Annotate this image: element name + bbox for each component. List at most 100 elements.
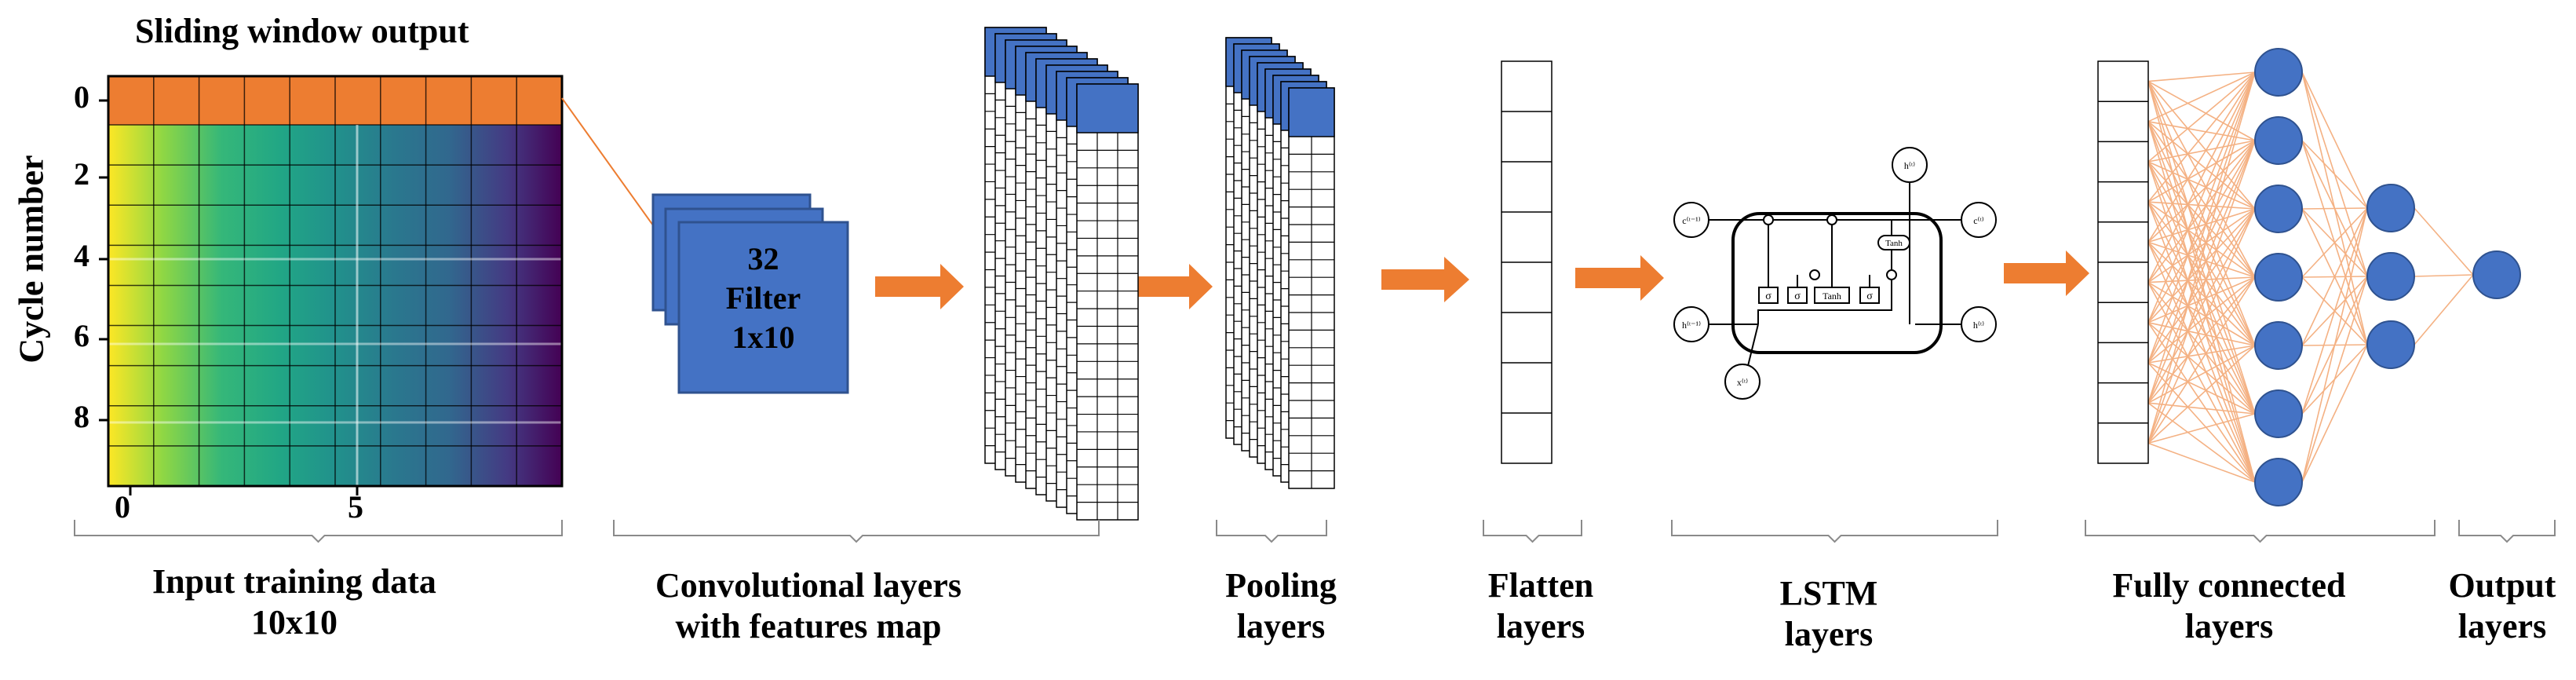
fc-edge-input-hidden1 bbox=[2147, 71, 2256, 444]
conv-map-sheet-header bbox=[1076, 83, 1139, 133]
conv-map-sheet-bg bbox=[1076, 83, 1139, 521]
fc-hidden2-node bbox=[2366, 252, 2415, 301]
fc-edge-input-hidden1 bbox=[2147, 81, 2256, 346]
stage-braces bbox=[74, 520, 2556, 543]
fc-edge-input-hidden1 bbox=[2147, 208, 2256, 283]
fc-hidden1-node bbox=[2254, 48, 2303, 97]
op-add-cell bbox=[1826, 214, 1837, 225]
fc-edge-input-hidden1 bbox=[2147, 71, 2256, 203]
fc-edge-input-hidden1 bbox=[2147, 322, 2256, 483]
fc-edge-hidden1-hidden2 bbox=[2301, 207, 2368, 346]
stage-label-fc-line2: layers bbox=[2184, 606, 2274, 645]
fc-edge-input-hidden1 bbox=[2147, 201, 2256, 346]
lstm-cell-body bbox=[1731, 212, 1943, 354]
fc-edge-hidden1-hidden2 bbox=[2301, 207, 2368, 278]
arrow-pool-to-flatten bbox=[1381, 257, 1469, 302]
stage-label-conv-line1: Convolutional layers bbox=[655, 566, 961, 605]
terminal-next-cell bbox=[1961, 202, 1997, 238]
fc-edge-input-hidden1 bbox=[2147, 442, 2256, 483]
arrow-conv-to-pool bbox=[1124, 264, 1213, 309]
stage-label-conv-line2: with features map bbox=[675, 606, 942, 645]
heatmap-y-axis-label: Cycle number bbox=[12, 155, 51, 364]
terminal-prev-hidden bbox=[1673, 306, 1709, 342]
gate-input-label: σ bbox=[1794, 291, 1801, 302]
fc-edge-hidden2-output bbox=[2414, 207, 2474, 276]
terminal-input-label: x⁽ᵗ⁾ bbox=[1737, 377, 1748, 388]
heatmap-frame bbox=[107, 75, 564, 488]
stage-brace bbox=[613, 520, 1100, 543]
fc-edge-input-hidden1 bbox=[2147, 161, 2256, 210]
op-multiply-input bbox=[1809, 269, 1820, 280]
fc-edge-input-hidden1 bbox=[2147, 80, 2256, 141]
heatmap-ytick-2: 2 bbox=[74, 156, 89, 192]
filter-sheet-front bbox=[677, 221, 849, 394]
fc-edge-input-hidden1 bbox=[2147, 71, 2256, 404]
fc-edge-input-hidden1 bbox=[2147, 208, 2256, 444]
fc-edge-input-hidden1 bbox=[2147, 413, 2256, 444]
filter-word: Filter bbox=[725, 280, 801, 316]
fc-edge-hidden1-hidden2 bbox=[2301, 207, 2368, 210]
heatmap-ytick-8: 8 bbox=[74, 399, 89, 434]
stage-label-conv: Convolutional layers with features map bbox=[620, 565, 997, 647]
stage-brace bbox=[1216, 520, 1327, 543]
fc-edge-input-hidden1 bbox=[2147, 161, 2256, 483]
stage-label-fc: Fully connected layers bbox=[2072, 565, 2386, 647]
filter-count: 32 bbox=[747, 241, 779, 276]
fc-edge-hidden1-hidden2 bbox=[2301, 207, 2368, 483]
fc-hidden1-node bbox=[2254, 321, 2303, 370]
terminal-prev-cell bbox=[1673, 202, 1709, 238]
lstm-tanh-activation-label: Tanh bbox=[1885, 239, 1903, 248]
lstm-tanh-activation bbox=[1877, 235, 1910, 250]
fc-edge-hidden1-hidden2 bbox=[2301, 344, 2368, 483]
stage-label-lstm-line2: layers bbox=[1784, 614, 1874, 653]
terminal-next-hidden-label: h⁽ᵗ⁾ bbox=[1973, 320, 1984, 331]
terminal-output-label: h⁽ᵗ⁾ bbox=[1904, 160, 1915, 171]
filter-label: 32 Filter 1x10 bbox=[679, 239, 848, 357]
lstm-cell: Tanh σ σ Tanh σ c⁽ᵗ⁻¹⁾ h⁽ᵗ⁻¹⁾ c⁽ᵗ⁾ h⁽ᵗ⁾ … bbox=[1673, 147, 1997, 400]
heatmap-title: Sliding window output bbox=[135, 12, 469, 50]
stage-label-pooling-line1: Pooling bbox=[1225, 566, 1337, 605]
fc-edge-input-hidden1 bbox=[2147, 140, 2256, 283]
fc-edge-input-hidden1 bbox=[2147, 121, 2256, 346]
fc-edge-input-hidden1 bbox=[2147, 208, 2256, 364]
pool-map-sheet-header bbox=[1288, 87, 1335, 137]
flatten-column bbox=[1501, 60, 1553, 464]
heatmap-xtick-5: 5 bbox=[348, 489, 363, 525]
op-multiply-output bbox=[1886, 269, 1897, 280]
fc-edge-input-hidden1 bbox=[2147, 71, 2256, 283]
gate-output-label: σ bbox=[1866, 291, 1873, 302]
fc-edge-hidden1-hidden2 bbox=[2301, 140, 2368, 209]
stage-label-lstm-line1: LSTM bbox=[1779, 574, 1878, 612]
fc-hidden2-node bbox=[2366, 320, 2415, 369]
fc-edge-input-hidden1 bbox=[2147, 71, 2256, 82]
stage-brace bbox=[2085, 520, 2436, 543]
fc-output-node bbox=[2472, 250, 2521, 299]
fc-hidden1-node bbox=[2254, 389, 2303, 438]
fc-edge-input-hidden1 bbox=[2147, 208, 2256, 324]
hidden-bus bbox=[1757, 275, 1892, 324]
terminal-prev-cell-label: c⁽ᵗ⁻¹⁾ bbox=[1682, 215, 1701, 226]
stage-label-output-line2: layers bbox=[2457, 606, 2547, 645]
stage-label-lstm: LSTM layers bbox=[1735, 573, 1923, 655]
fc-edge-input-hidden1 bbox=[2147, 81, 2256, 210]
gate-input bbox=[1787, 287, 1808, 304]
fc-hidden1-node bbox=[2254, 116, 2303, 165]
heatmap-ytick-0: 0 bbox=[74, 79, 89, 115]
fc-edge-input-hidden1 bbox=[2147, 121, 2256, 210]
fc-edge-input-hidden1 bbox=[2147, 71, 2256, 324]
fc-edge-input-hidden1 bbox=[2147, 140, 2256, 203]
heatmap-ytick-4: 4 bbox=[74, 238, 89, 273]
terminal-input bbox=[1724, 364, 1761, 400]
fc-edge-input-hidden1 bbox=[2147, 345, 2256, 444]
fc-edge-input-hidden1 bbox=[2147, 71, 2256, 163]
fc-hidden1-node bbox=[2254, 253, 2303, 302]
fc-edge-input-hidden1 bbox=[2147, 71, 2256, 243]
stage-label-flatten: Flatten layers bbox=[1454, 565, 1627, 647]
terminal-next-cell-label: c⁽ᵗ⁾ bbox=[1973, 215, 1984, 226]
gate-forget bbox=[1758, 287, 1779, 304]
stage-label-flatten-line1: Flatten bbox=[1487, 566, 1594, 605]
arrow-filter-to-conv bbox=[875, 264, 964, 309]
filter-size: 1x10 bbox=[732, 320, 795, 355]
heatmap-ytick-6: 6 bbox=[74, 318, 89, 353]
